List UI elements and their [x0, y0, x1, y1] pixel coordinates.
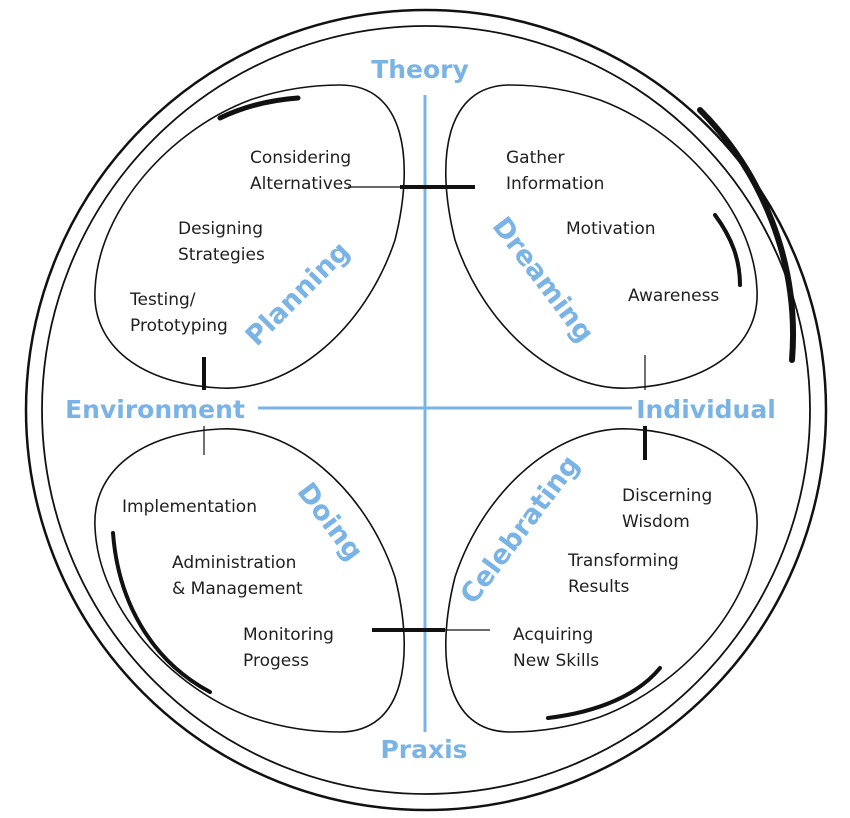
doing-bold-arc — [111, 531, 212, 694]
axis-label-left: Environment — [65, 395, 245, 424]
inner-circle — [41, 25, 811, 795]
planning-item-3: Testing/ Prototyping — [129, 290, 228, 336]
dreaming-bold-arc — [713, 213, 742, 287]
celebrating-item-1: Discerning Wisdom — [622, 486, 718, 532]
dreaming-item-1: Gather Information — [506, 148, 604, 194]
dreaming-item-3: Awareness — [628, 286, 719, 306]
dreaming-item-2: Motivation — [566, 219, 656, 239]
planning-outline — [94, 84, 405, 389]
axis-label-right: Individual — [636, 395, 776, 424]
outer-circle — [24, 8, 828, 812]
axis-label-top: Theory — [371, 55, 469, 84]
phase-title-doing: Doing — [291, 477, 369, 567]
celebrating-outline — [445, 428, 758, 733]
doing-outline — [94, 428, 405, 733]
planning-item-2: Designing Strategies — [178, 219, 268, 265]
doing-item-1: Implementation — [122, 497, 257, 517]
dreaming-outline — [445, 84, 758, 389]
doing-item-2: Administration & Management — [172, 553, 303, 599]
celebrating-bold-arc — [546, 666, 662, 720]
planning-bold-arc — [217, 95, 301, 121]
axis-label-bottom: Praxis — [380, 735, 467, 764]
celebrating-item-3: Acquiring New Skills — [513, 625, 599, 671]
celebrating-item-2: Transforming Results — [567, 551, 684, 597]
outer-bold-arc — [697, 107, 796, 363]
doing-item-3: Monitoring Progess — [243, 625, 339, 671]
planning-item-1: Considering Alternatives — [250, 148, 357, 194]
